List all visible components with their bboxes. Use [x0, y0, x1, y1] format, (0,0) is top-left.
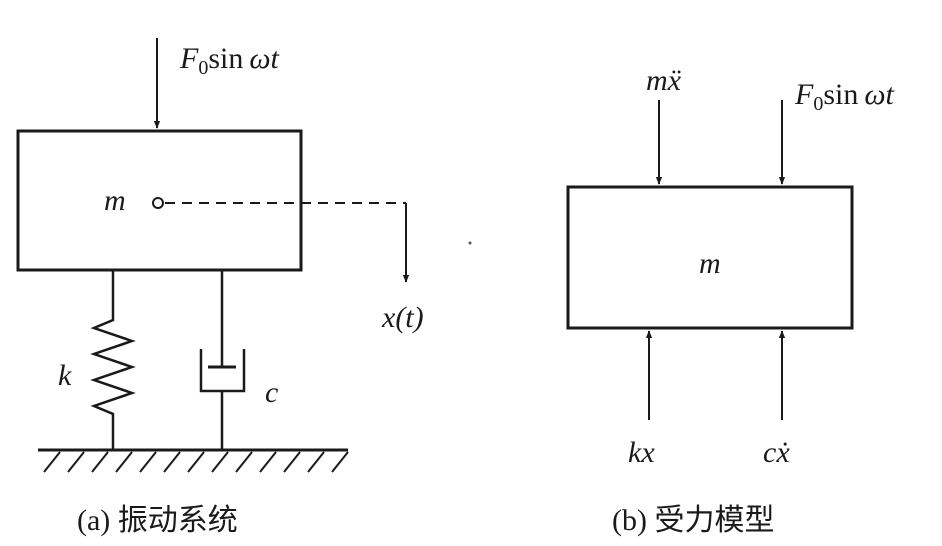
inertia-force-label: mẍ — [646, 64, 682, 97]
caption-b: (b) 受力模型 — [612, 504, 774, 537]
mass-block — [16, 129, 303, 272]
spring — [90, 270, 136, 449]
damper-label: c — [265, 376, 278, 409]
stray-dot — [468, 241, 472, 245]
mass-label-b: m — [699, 247, 721, 280]
ground — [38, 448, 349, 473]
mass-block-b — [566, 185, 854, 330]
damper — [199, 270, 246, 449]
spring-label: k — [58, 359, 72, 392]
mass-center-marker — [152, 197, 164, 209]
caption-a: (a) 振动系统 — [77, 504, 238, 537]
mass-label: m — [104, 184, 126, 217]
displacement-label: x(t) — [381, 301, 424, 334]
damper-force-label: cẋ — [763, 436, 790, 469]
spring-force-label: kx — [628, 436, 655, 469]
